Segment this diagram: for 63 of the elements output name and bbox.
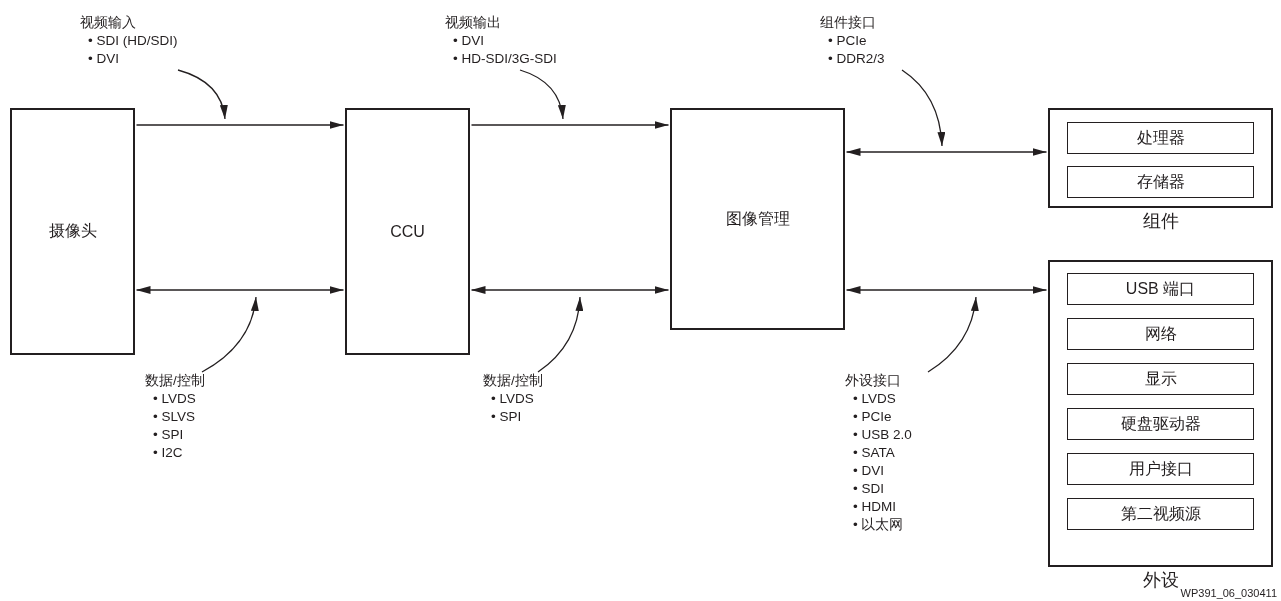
list-item: • DVI: [88, 50, 120, 68]
list-item: • DVI: [853, 462, 885, 480]
item-box: [1067, 318, 1254, 350]
box-label: 存储器: [1136, 171, 1185, 192]
list-item: • LVDS: [153, 390, 197, 408]
process-box: [10, 108, 135, 355]
leader-line: [519, 69, 566, 120]
item-box: [1067, 166, 1254, 198]
arrow: [470, 121, 670, 129]
arrow: [470, 286, 670, 294]
leader-line: [177, 69, 228, 120]
list-item: • I2C: [153, 444, 184, 462]
list-item: • SLVS: [153, 408, 196, 426]
callout-heading: 数据/控制: [145, 372, 206, 390]
callout-heading: 视频输出: [445, 14, 502, 32]
list-item: • SPI: [153, 426, 185, 444]
item-box: [1067, 408, 1254, 440]
list-item: • HD-SDI/3G-SDI: [453, 50, 558, 68]
box-label: 网络: [1144, 323, 1177, 344]
item-box: [1067, 363, 1254, 395]
list-item: • PCIe: [828, 32, 868, 50]
box-label: 第二视频源: [1120, 503, 1201, 524]
list-item: • DDR2/3: [828, 50, 886, 68]
arrow: [845, 148, 1048, 156]
list-item: • SPI: [491, 408, 523, 426]
box-label: 处理器: [1136, 127, 1185, 148]
figure-id: WP391_06_030411: [1180, 587, 1277, 599]
process-box: [670, 108, 845, 330]
list-item: • 以太网: [853, 516, 905, 534]
list-item: • LVDS: [853, 390, 897, 408]
list-item: • SATA: [853, 444, 896, 462]
item-box: [1067, 273, 1254, 305]
arrow: [135, 121, 345, 129]
item-box: [1067, 498, 1254, 530]
box-label: USB 端口: [1125, 278, 1196, 299]
callout-heading: 视频输入: [80, 14, 137, 32]
list-item: • PCIe: [853, 408, 893, 426]
list-item: • SDI: [853, 480, 885, 498]
list-item: • SDI (HD/SDI): [88, 32, 179, 50]
list-item: • DVI: [453, 32, 485, 50]
item-box: [1067, 453, 1254, 485]
box-label: CCU: [390, 222, 425, 241]
group-heading: 外设: [1141, 569, 1180, 592]
list-item: • HDMI: [853, 498, 897, 516]
box-label: 显示: [1144, 368, 1177, 389]
process-box: [345, 108, 470, 355]
leader-line: [201, 296, 259, 373]
box-label: 硬盘驱动器: [1120, 413, 1201, 434]
group-heading: 组件: [1141, 210, 1180, 233]
arrow: [845, 286, 1048, 294]
callout-heading: 组件接口: [820, 14, 877, 32]
callout-heading: 外设接口: [845, 372, 902, 390]
box-label: 摄像头: [48, 221, 97, 241]
item-box: [1067, 122, 1254, 154]
arrow: [135, 286, 345, 294]
callout-heading: 数据/控制: [483, 372, 544, 390]
box-label: 图像管理: [725, 208, 790, 229]
box-label: 用户接口: [1128, 458, 1193, 479]
leader-line: [927, 296, 979, 373]
leader-line: [537, 296, 583, 373]
list-item: • USB 2.0: [853, 426, 913, 444]
leader-line: [901, 69, 945, 147]
list-item: • LVDS: [491, 390, 535, 408]
